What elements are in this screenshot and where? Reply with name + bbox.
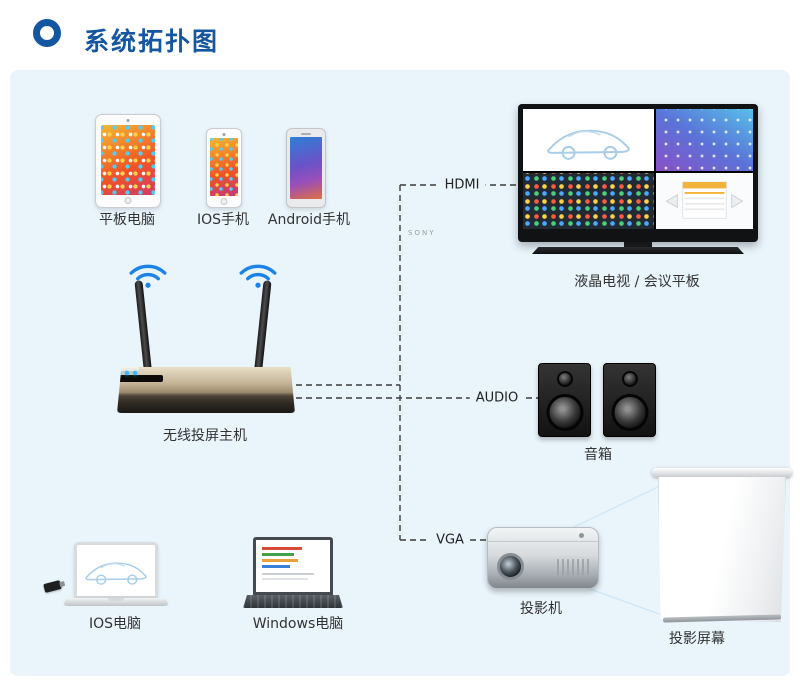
tv-quadrant-phone-mirror bbox=[655, 109, 753, 171]
tv-stand-neck bbox=[624, 242, 652, 247]
tablet-label: 平板电脑 bbox=[99, 212, 155, 228]
projector-ridge bbox=[488, 541, 598, 542]
speaker-slot-icon bbox=[301, 133, 311, 135]
car-sketch-image bbox=[547, 129, 630, 160]
speaker-right bbox=[603, 363, 656, 437]
antenna-icon bbox=[134, 280, 152, 373]
tv-stand bbox=[532, 247, 744, 254]
tv-quadrant-car-sketch bbox=[523, 109, 654, 171]
phone-screen bbox=[210, 138, 238, 196]
screen-surface bbox=[658, 477, 786, 622]
section-bullet-icon bbox=[33, 19, 61, 47]
home-button-icon bbox=[124, 197, 132, 204]
speakers-label: 音箱 bbox=[584, 447, 612, 463]
projection-screen-label: 投影屏幕 bbox=[669, 631, 725, 647]
device-speakers bbox=[538, 363, 658, 437]
host-front-slot bbox=[117, 375, 163, 382]
device-wireless-host bbox=[108, 260, 300, 413]
device-projection-screen bbox=[652, 468, 792, 626]
laptop-keyboard-base bbox=[243, 595, 343, 608]
host-logo bbox=[117, 367, 139, 371]
projector-vents bbox=[557, 559, 589, 575]
topology-diagram: HDMI AUDIO VGA 平板电脑 IOS手机 Android手机 bbox=[10, 70, 792, 676]
laptop-base bbox=[63, 598, 169, 606]
camera-dot-icon bbox=[126, 119, 130, 122]
device-tv: SONY bbox=[408, 104, 758, 264]
device-tablet bbox=[95, 114, 161, 208]
hdmi-connection-label: HDMI bbox=[438, 177, 486, 193]
device-ios-phone bbox=[206, 128, 242, 208]
tv-brand-text: SONY bbox=[408, 229, 436, 237]
slide-chart-image bbox=[665, 181, 744, 219]
laptop-notch bbox=[108, 598, 124, 601]
car-sketch-image bbox=[85, 562, 147, 585]
tv-frame: SONY bbox=[408, 104, 758, 242]
device-android-phone bbox=[286, 128, 326, 208]
header: 系统拓扑图 bbox=[0, 0, 800, 70]
tv-quadrant-slide bbox=[655, 172, 753, 229]
device-projector bbox=[487, 527, 599, 589]
ios-laptop-label: IOS电脑 bbox=[88, 616, 142, 632]
tv-screen bbox=[523, 109, 753, 229]
audio-connection-label: AUDIO bbox=[469, 390, 525, 406]
wifi-signal-icon bbox=[239, 264, 277, 288]
screen-housing bbox=[652, 468, 792, 477]
woofer-icon bbox=[611, 394, 648, 431]
ios-phone-label: IOS手机 bbox=[196, 212, 250, 228]
camera-dot-icon bbox=[222, 133, 226, 136]
host-body bbox=[117, 367, 295, 413]
device-windows-laptop bbox=[243, 537, 343, 610]
wireless-host-label: 无线投屏主机 bbox=[163, 428, 247, 444]
tweeter-icon bbox=[621, 371, 638, 387]
android-phone-label: Android手机 bbox=[267, 212, 351, 228]
phone-screen bbox=[290, 137, 322, 199]
device-ios-laptop bbox=[63, 542, 169, 610]
tweeter-icon bbox=[556, 371, 573, 387]
home-button-icon bbox=[220, 198, 228, 205]
wifi-signal-icon bbox=[129, 264, 167, 288]
projector-lens-icon bbox=[497, 553, 524, 580]
laptop-screen bbox=[253, 537, 333, 595]
tv-label: 液晶电视 / 会议平板 bbox=[574, 274, 700, 290]
laptop-screen bbox=[74, 542, 158, 598]
antenna-icon bbox=[254, 280, 272, 373]
woofer-icon bbox=[546, 394, 583, 431]
windows-laptop-label: Windows电脑 bbox=[252, 616, 344, 632]
projector-label: 投影机 bbox=[520, 601, 562, 617]
tv-quadrant-app-grid bbox=[523, 172, 654, 229]
vga-connection-label: VGA bbox=[430, 532, 470, 548]
speaker-left bbox=[538, 363, 591, 437]
page-title: 系统拓扑图 bbox=[84, 27, 220, 56]
projector-button-icon bbox=[579, 533, 584, 538]
tablet-screen bbox=[101, 125, 155, 195]
